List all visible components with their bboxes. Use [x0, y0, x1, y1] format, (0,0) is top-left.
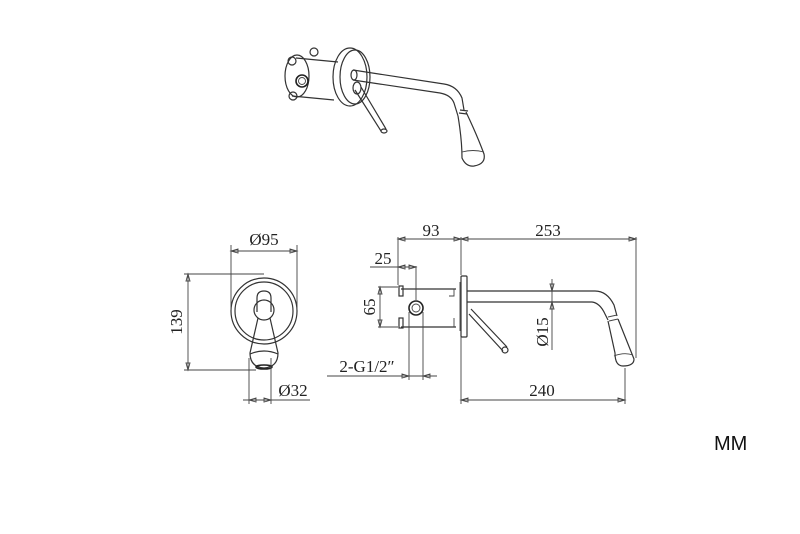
dim-height: 139: [167, 309, 186, 335]
side-view: 93 253 25 65 2-G1/2″ Ø15 240: [327, 221, 638, 404]
unit-label: MM: [714, 433, 747, 455]
front-view: Ø95 139 Ø32: [167, 230, 310, 404]
dim-spout-length-total: 253: [535, 221, 561, 240]
dim-body-depth: 93: [423, 221, 440, 240]
dim-outlet-diameter: Ø32: [278, 381, 307, 400]
dim-spout-tube-diameter: Ø15: [533, 317, 552, 346]
dim-inlet-thread: 2-G1/2″: [339, 357, 394, 376]
isometric-view: [284, 47, 485, 167]
dim-spout-reach: 240: [529, 381, 555, 400]
dim-flange-diameter: Ø95: [249, 230, 278, 249]
dim-inlet-spacing: 65: [360, 299, 379, 316]
dim-inlet-offset: 25: [375, 249, 392, 268]
